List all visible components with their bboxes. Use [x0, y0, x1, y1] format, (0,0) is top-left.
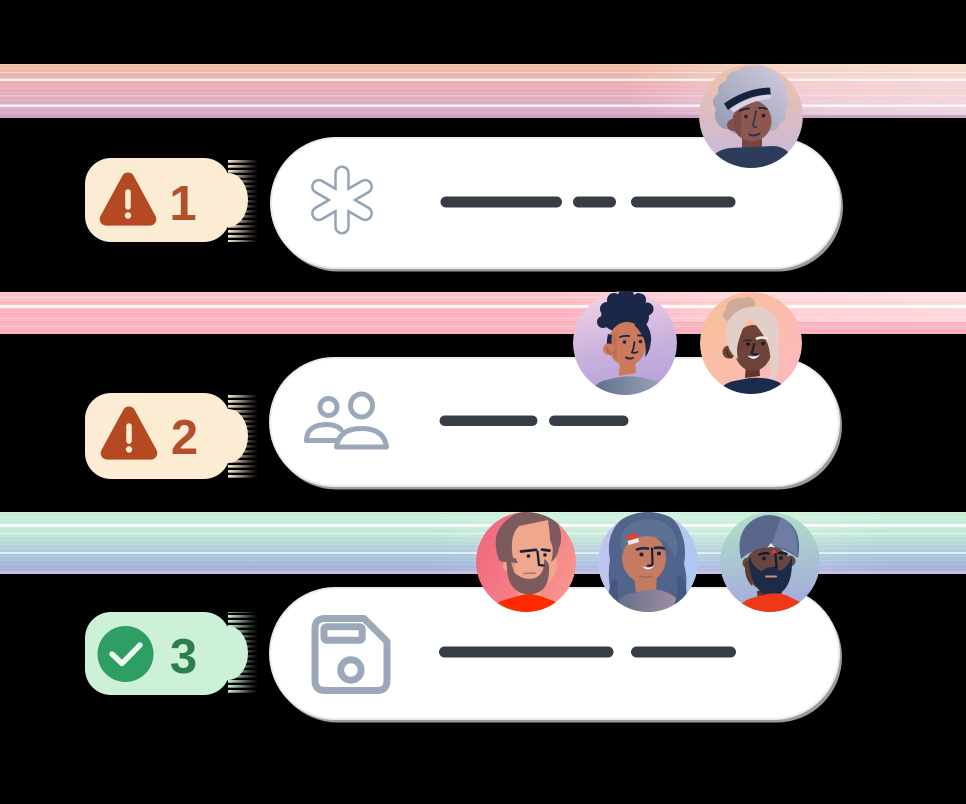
svg-text:2: 2: [171, 411, 198, 465]
svg-text:3: 3: [170, 630, 197, 684]
svg-text:1: 1: [169, 177, 196, 231]
